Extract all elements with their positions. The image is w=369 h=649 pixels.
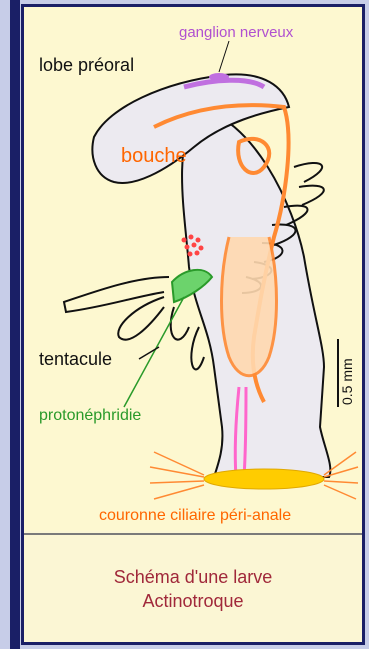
cilia-left	[150, 452, 204, 499]
label-lobe: lobe préoral	[39, 55, 134, 75]
label-couronne: couronne ciliaire péri-anale	[99, 507, 291, 524]
label-bouche: bouche	[121, 145, 187, 167]
ganglion-pointer	[219, 41, 229, 72]
ganglion-blob	[209, 73, 229, 81]
figure-panel: ganglion nerveux lobe préoral bouche ten…	[21, 4, 365, 645]
label-scale: 0.5 mm	[339, 358, 355, 405]
ciliary-ring	[204, 469, 324, 489]
stomach	[222, 237, 277, 376]
caption-box: Schéma d'une larve Actinotroque	[24, 535, 362, 642]
left-border-bar	[10, 0, 20, 649]
label-tentacule: tentacule	[39, 349, 112, 369]
diagram-area: ganglion nerveux lobe préoral bouche ten…	[24, 7, 362, 531]
larva-diagram: ganglion nerveux lobe préoral bouche ten…	[24, 7, 362, 531]
caption-line-1: Schéma d'une larve	[114, 565, 273, 589]
label-ganglion: ganglion nerveux	[179, 24, 294, 41]
label-protonephridie: protonéphridie	[39, 407, 141, 424]
caption-line-2: Actinotroque	[142, 589, 243, 613]
tentacle-pointer	[139, 347, 159, 359]
